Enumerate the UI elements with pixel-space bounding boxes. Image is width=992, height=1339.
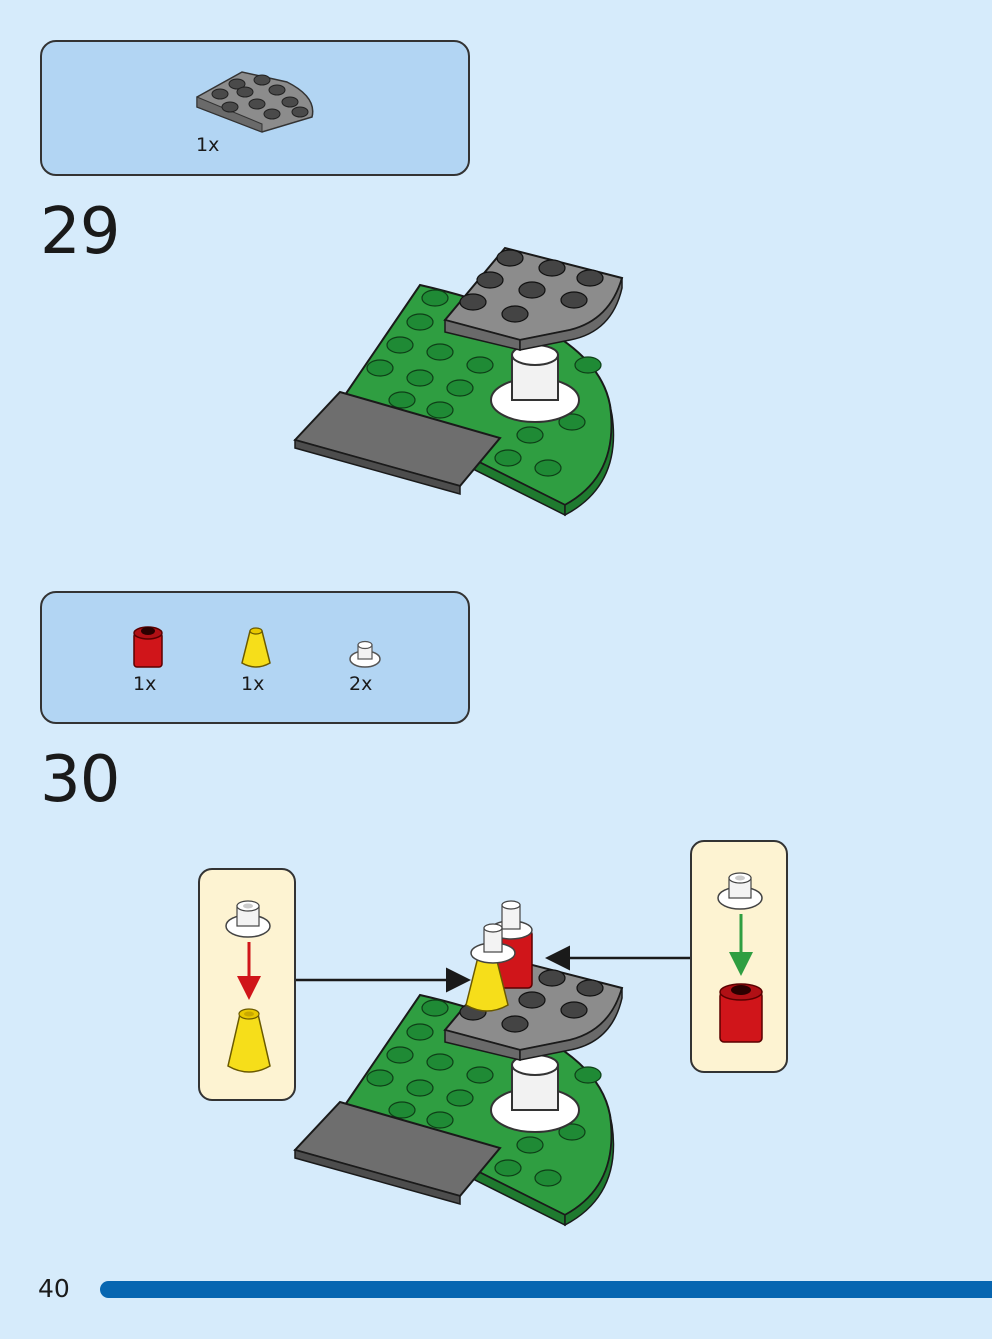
page-progress-bar	[100, 1281, 992, 1298]
gray-round-corner-plate-icon	[196, 71, 314, 133]
green-arrow-icon	[729, 914, 753, 976]
sub-assembly-callout-right	[690, 840, 788, 1073]
connector-arrow-right	[545, 945, 690, 971]
step-30-assembly-illustration	[293, 900, 624, 1227]
red-round-brick-icon	[719, 983, 763, 1043]
yellow-cone-icon	[241, 627, 271, 668]
connector-arrow-left	[296, 967, 471, 993]
white-round-plate-icon	[349, 640, 381, 668]
red-arrow-icon	[237, 942, 261, 1000]
step-number: 30	[40, 743, 120, 817]
sub-assembly-callout-left	[198, 868, 296, 1101]
red-round-brick-icon	[133, 626, 163, 668]
page-number: 40	[38, 1274, 70, 1303]
parts-list-step-30: 1x 1x 2x	[40, 591, 470, 724]
part-quantity: 2x	[349, 673, 373, 695]
part-quantity: 1x	[133, 673, 157, 695]
white-round-plate-icon	[717, 872, 763, 910]
part-quantity: 1x	[196, 134, 220, 156]
part-quantity: 1x	[241, 673, 265, 695]
white-round-plate-icon	[225, 900, 271, 938]
step-number: 29	[40, 195, 120, 269]
step-29-assembly-illustration	[293, 246, 624, 517]
yellow-cone-icon	[227, 1008, 271, 1073]
parts-list-step-29: 1x	[40, 40, 470, 176]
